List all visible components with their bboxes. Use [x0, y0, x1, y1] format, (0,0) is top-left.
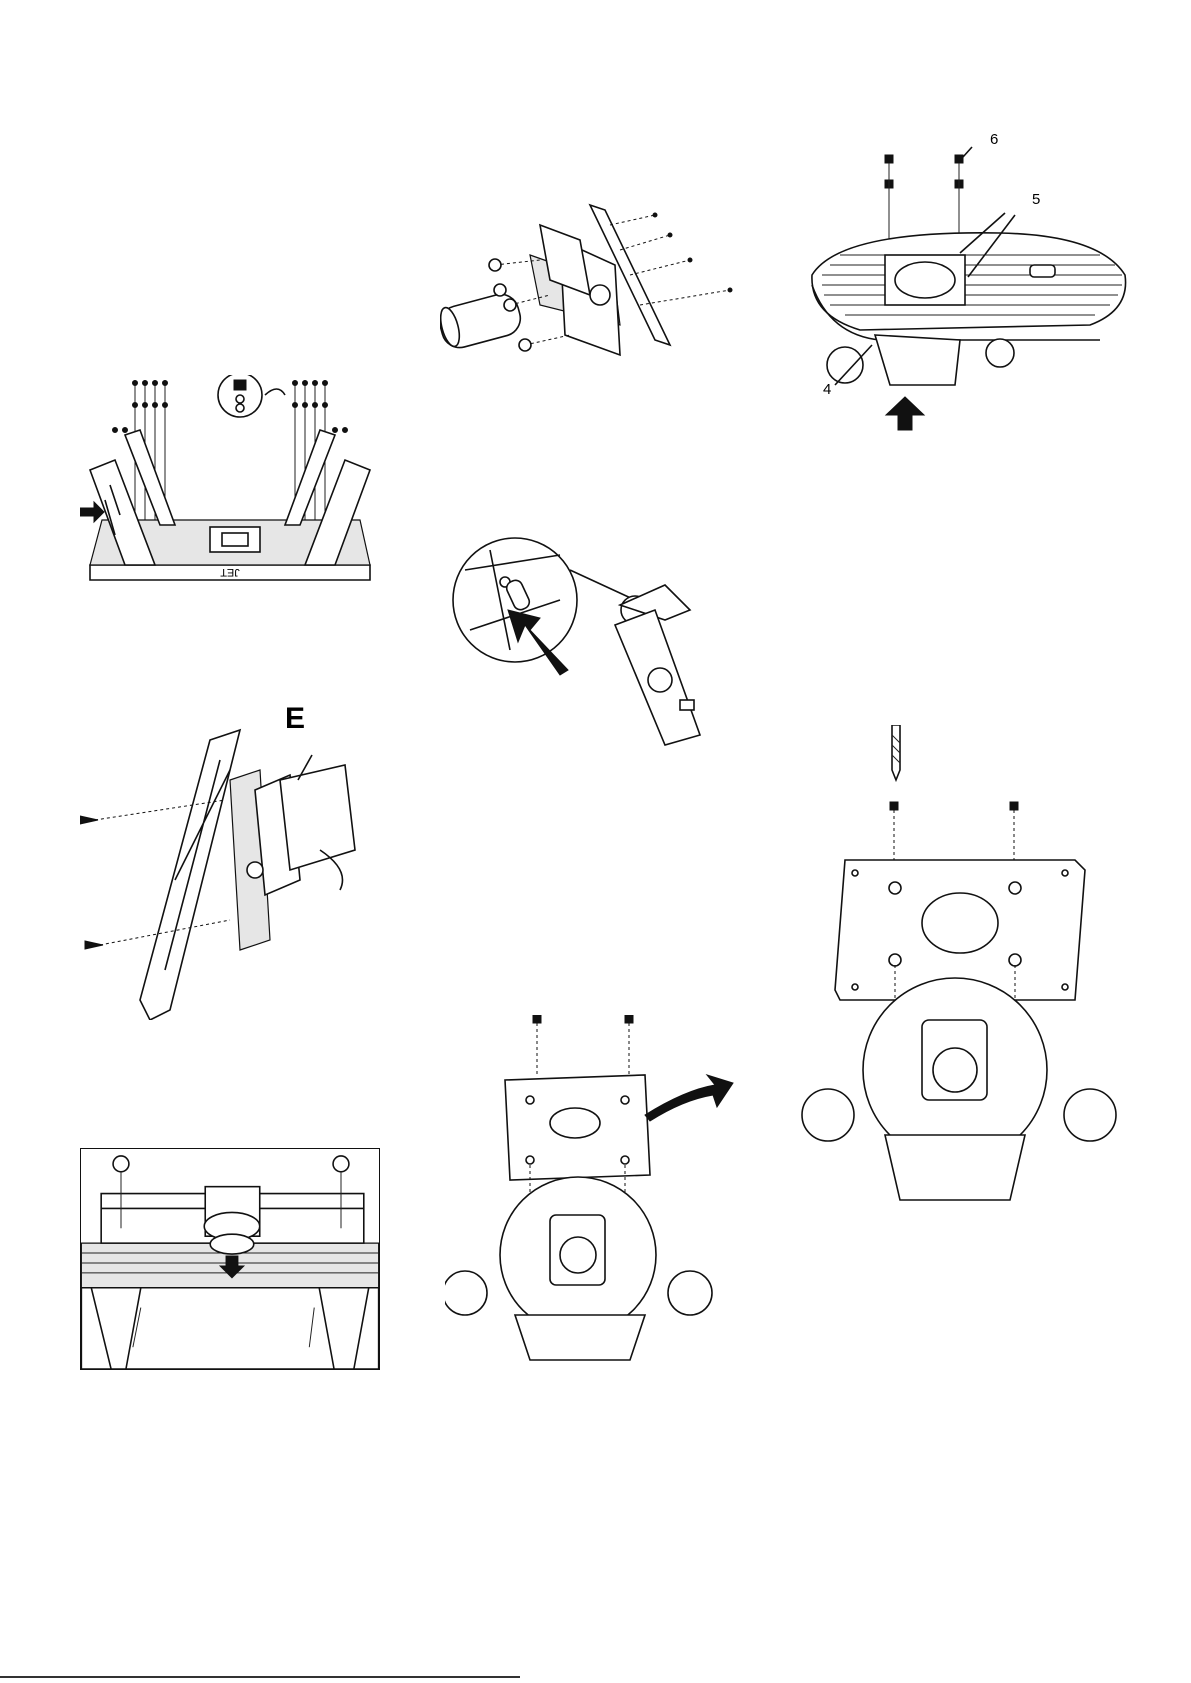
router-table-mount-figure: 6 5 4	[800, 135, 1140, 470]
table-top-illustration	[81, 1149, 379, 1369]
table-top-figure	[80, 1148, 380, 1370]
jet-logo: JET	[220, 566, 240, 578]
pin-detail-illustration	[450, 530, 750, 750]
fence-assembly-illustration	[440, 195, 740, 385]
router-table-mount-illustration	[800, 135, 1140, 470]
fence-assembly-figure	[440, 195, 740, 385]
leg-motor-illustration	[80, 720, 360, 1020]
stand-frame-figure: JET	[80, 375, 380, 615]
page-bottom-rule	[0, 1676, 520, 1678]
plate-router-right-illustration	[800, 725, 1130, 1210]
callout-4: 4	[823, 381, 831, 398]
plate-router-left-illustration	[445, 1015, 745, 1375]
plate-router-right-figure	[800, 725, 1130, 1210]
callout-6: 6	[990, 131, 998, 148]
plate-router-left-figure	[445, 1015, 745, 1375]
stand-frame-illustration: JET	[80, 375, 380, 615]
leg-motor-figure: E	[80, 720, 360, 1020]
pin-detail-figure	[450, 530, 750, 750]
part-label-e: E	[285, 702, 305, 736]
callout-5: 5	[1032, 191, 1040, 208]
